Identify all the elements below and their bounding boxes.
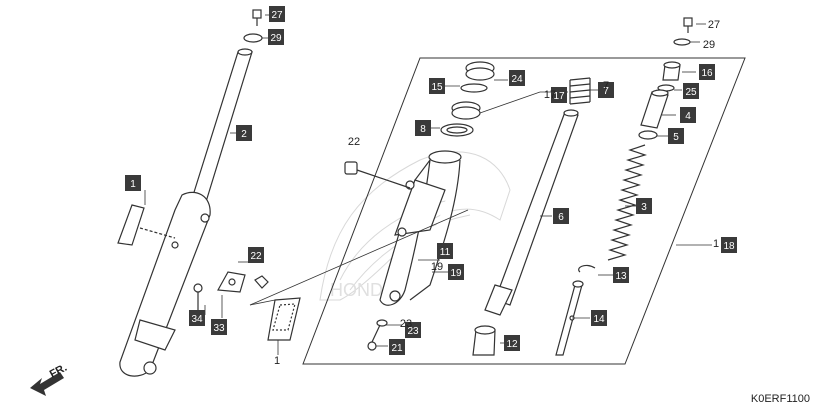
callout-box [268, 29, 284, 45]
callout-number: 25 [685, 87, 697, 98]
callout-box [405, 322, 421, 338]
outer-slider-11 [379, 150, 462, 306]
callout-number: 22 [250, 251, 262, 262]
callout-box [598, 82, 614, 98]
callout-box [125, 175, 141, 191]
plain-callout: 1 [713, 238, 719, 250]
damper-assembly [555, 17, 693, 356]
callout-number: 15 [431, 82, 443, 93]
bracket-33 [193, 271, 269, 310]
callout-box [236, 125, 252, 141]
callout-box [389, 339, 405, 355]
plain-callout: 29 [703, 39, 715, 51]
reflector-center [267, 297, 301, 341]
callout-box [721, 237, 737, 253]
callout-box [269, 6, 285, 22]
callout-box [551, 87, 567, 103]
callout-number: 8 [420, 124, 426, 135]
front-direction-arrow: FR. [30, 362, 69, 396]
callout-number: 27 [271, 10, 283, 21]
callout-number: 17 [553, 91, 565, 102]
callout-number: 29 [270, 33, 282, 44]
plain-callout: 27 [708, 19, 720, 31]
bolt-21 [367, 319, 388, 351]
callout-number: 13 [615, 271, 627, 282]
callout-box [211, 319, 227, 335]
callout-box [189, 310, 205, 326]
front-label: FR. [48, 362, 69, 381]
callout-number: 21 [391, 343, 403, 354]
plain-callout: 22 [348, 136, 360, 148]
callout-number: 5 [673, 132, 679, 143]
callout-box [509, 70, 525, 86]
callout-number: 23 [407, 326, 419, 337]
callout-box [415, 120, 431, 136]
assembly-frame [302, 57, 746, 365]
callout-number: 4 [685, 111, 691, 122]
callout-box [680, 107, 696, 123]
callout-number: 6 [558, 212, 564, 223]
plain-callout: 1 [274, 355, 280, 367]
watermark-text: HONDA [330, 280, 395, 300]
callout-box [553, 208, 569, 224]
left-fork [119, 48, 253, 377]
callout-box [591, 310, 607, 326]
callout-box [636, 198, 652, 214]
callout-box [448, 264, 464, 280]
inner-tube-6 [484, 109, 579, 316]
callout-box [437, 243, 453, 259]
diagram-code: K0ERF1100 [750, 393, 810, 405]
callout-box [504, 335, 520, 351]
callout-box [613, 267, 629, 283]
callout-number: 19 [450, 268, 462, 279]
spring-7 [569, 77, 591, 105]
nut-22-middle [344, 161, 411, 189]
callout-box [683, 83, 699, 99]
seal-parts [440, 61, 495, 137]
callout-number: 3 [641, 202, 647, 213]
callout-number: 12 [506, 339, 518, 350]
callout-number: 14 [593, 314, 605, 325]
plain-callout: 19 [431, 261, 443, 273]
plain-callout: 17 [544, 89, 556, 101]
callout-number: 34 [191, 314, 203, 325]
callout-box [248, 247, 264, 263]
bolt-27-left [243, 9, 263, 43]
bushing-12 [472, 325, 496, 356]
reflector-left [117, 204, 176, 246]
callout-number: 33 [213, 323, 225, 334]
callout-number: 24 [511, 74, 523, 85]
callout-number: 1 [130, 179, 136, 190]
callout-number: 7 [603, 86, 609, 97]
callout-box [429, 78, 445, 94]
callout-number: 16 [701, 68, 713, 79]
callout-number: 18 [723, 241, 735, 252]
plain-callout: 7 [603, 80, 609, 92]
callout-number: 11 [440, 247, 451, 258]
plain-callout: 23 [400, 318, 412, 330]
callout-number: 2 [241, 129, 247, 140]
callout-box [699, 64, 715, 80]
callout-box [668, 128, 684, 144]
